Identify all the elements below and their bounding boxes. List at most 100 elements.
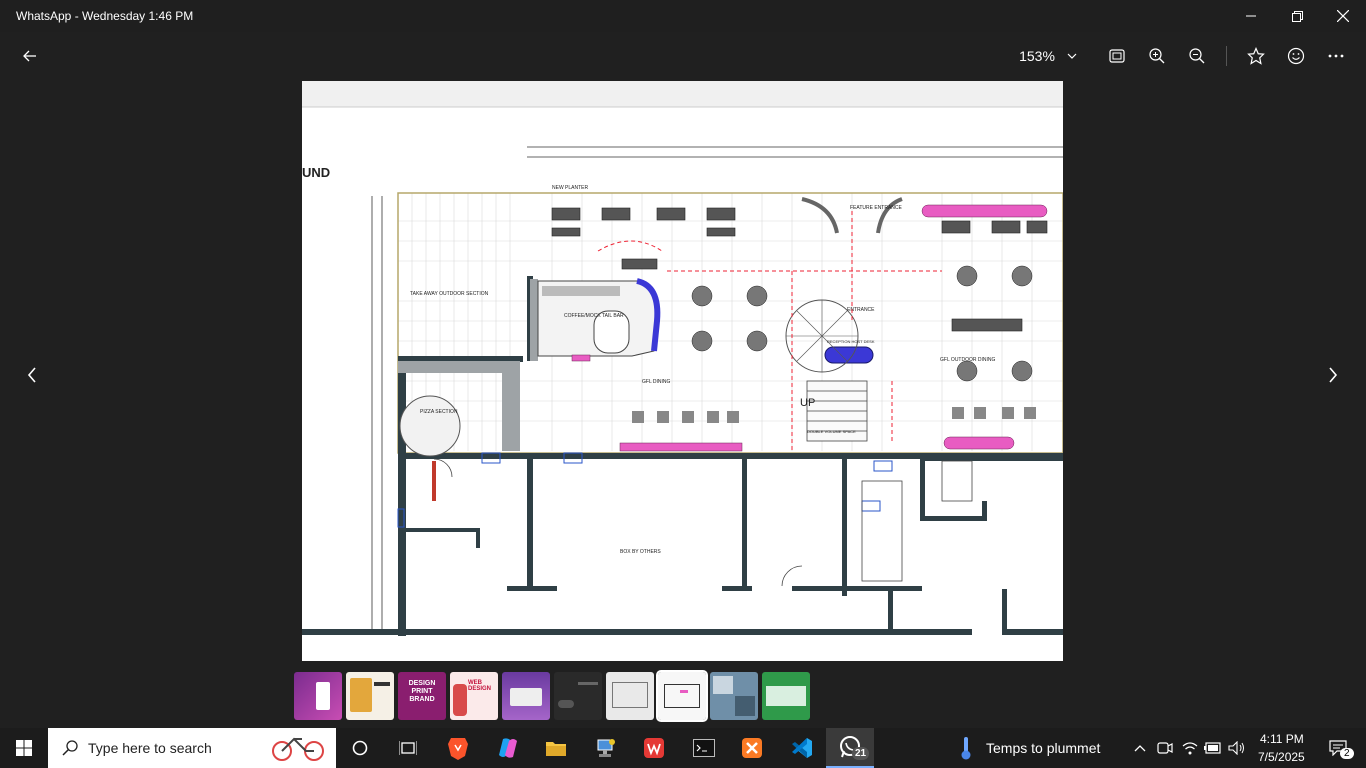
restore-button[interactable]: [1274, 0, 1320, 32]
more-icon: [1328, 54, 1344, 58]
thumb-floorplan-2[interactable]: [656, 670, 708, 722]
copilot-button[interactable]: [484, 728, 532, 768]
label-gfl-dining: GFL DINING: [642, 379, 671, 385]
notification-center-button[interactable]: 2: [1318, 728, 1358, 768]
label-entrance: ENTRANCE: [847, 307, 875, 313]
clock-date: 7/5/2025: [1258, 750, 1305, 764]
volume-button[interactable]: [1226, 728, 1248, 768]
cortana-button[interactable]: [336, 728, 384, 768]
network-app-icon: [597, 739, 615, 757]
thumb-purple-promo[interactable]: [502, 672, 550, 720]
weather-text: Temps to plummet: [986, 740, 1101, 756]
close-button[interactable]: [1320, 0, 1366, 32]
thumb-design-text: DESIGN PRINT BRAND: [408, 680, 436, 703]
thumb-ad-orange[interactable]: [346, 672, 394, 720]
whatsapp-button[interactable]: 21: [826, 728, 874, 768]
zoom-level[interactable]: 153%: [1019, 48, 1055, 64]
label-reception: RECEPTION HOST DESK: [827, 339, 875, 344]
window-title: WhatsApp - Wednesday 1:46 PM: [16, 9, 194, 23]
terminal-button[interactable]: [680, 728, 728, 768]
favorite-star-icon: [1247, 47, 1265, 65]
label-coffee-bar: COFFEE/MOCK TAIL BAR: [564, 313, 624, 319]
vscode-icon: [792, 738, 812, 758]
restore-icon: [1291, 10, 1303, 22]
thumb-web-design[interactable]: WEB DESIGN: [450, 672, 498, 720]
previous-image-button[interactable]: [17, 360, 47, 390]
zoom-out-icon: [1189, 48, 1205, 64]
thumb-photo-collage[interactable]: [710, 672, 758, 720]
toolbar-divider: [1226, 46, 1227, 66]
feedback-emoji-icon: [1287, 47, 1305, 65]
minimize-button[interactable]: [1228, 0, 1274, 32]
viewer-toolbar: 153%: [0, 32, 1366, 80]
thumb-floorplan-1[interactable]: [606, 672, 654, 720]
network-app-button[interactable]: [582, 728, 630, 768]
task-view-icon: [399, 741, 417, 755]
search-placeholder: Type here to search: [88, 740, 212, 756]
floor-plan-image[interactable]: UND TAKE AWAY OUTDOOR SECTION COFFEE/MOC…: [302, 81, 1063, 661]
feedback-button[interactable]: [1284, 44, 1308, 68]
vscode-button[interactable]: [778, 728, 826, 768]
cortana-icon: [352, 740, 368, 756]
label-outdoor-dining: GFL OUTDOOR DINING: [940, 357, 995, 363]
back-button[interactable]: [18, 44, 42, 68]
fit-to-window-icon: [1109, 49, 1125, 63]
xampp-button[interactable]: [728, 728, 776, 768]
label-takeaway: TAKE AWAY OUTDOOR SECTION: [410, 291, 489, 297]
wps-button[interactable]: [630, 728, 678, 768]
plan-heading-fragment: UND: [302, 165, 330, 180]
label-up: UP: [800, 397, 815, 409]
notification-icon: [1329, 740, 1347, 756]
taskbar: Type here to search 21 Temps to plummet: [0, 728, 1366, 768]
label-double-volume: DOUBLE VOLUME SPACE: [807, 429, 856, 434]
zoom-dropdown[interactable]: [1064, 44, 1080, 68]
notification-count: 2: [1340, 748, 1354, 759]
battery-icon: [1204, 742, 1221, 754]
thermometer-icon: [961, 737, 971, 760]
favorite-button[interactable]: [1244, 44, 1268, 68]
chevron-down-icon: [1067, 53, 1077, 59]
show-hidden-icons-button[interactable]: [1128, 728, 1152, 768]
brave-button[interactable]: [434, 728, 482, 768]
wifi-button[interactable]: [1178, 728, 1202, 768]
weather-widget[interactable]: Temps to plummet: [960, 728, 1120, 768]
label-feature-entrance: FEATURE ENTRANCE: [850, 205, 903, 211]
label-pizza: PIZZA SECTION: [420, 409, 458, 415]
label-box-by-others: BOX BY OTHERS: [620, 549, 661, 555]
thumb-dark-ui[interactable]: [554, 672, 602, 720]
clock[interactable]: 4:11 PM 7/5/2025: [1250, 728, 1312, 768]
thumb-mobile-app[interactable]: [294, 672, 342, 720]
camera-icon: [1157, 742, 1173, 754]
chevron-up-icon: [1134, 745, 1146, 752]
title-bar: WhatsApp - Wednesday 1:46 PM: [0, 0, 1366, 32]
fit-to-window-button[interactable]: [1105, 44, 1129, 68]
terminal-icon: [693, 739, 715, 757]
bicycle-icon: [272, 737, 324, 761]
more-options-button[interactable]: [1324, 44, 1348, 68]
battery-button[interactable]: [1202, 728, 1224, 768]
label-new-planter: NEW PLANTER: [552, 185, 589, 191]
thumb-design-print-brand[interactable]: DESIGN PRINT BRAND: [398, 672, 446, 720]
chevron-right-icon: [1329, 367, 1338, 383]
windows-start-icon: [16, 740, 32, 756]
file-explorer-button[interactable]: [532, 728, 580, 768]
wifi-icon: [1182, 742, 1198, 755]
brave-icon: [448, 738, 468, 760]
thumb-green-poster[interactable]: [762, 672, 810, 720]
zoom-in-icon: [1149, 48, 1165, 64]
filmstrip: DESIGN PRINT BRAND WEB DESIGN: [294, 670, 810, 722]
minimize-icon: [1246, 15, 1256, 17]
zoom-in-button[interactable]: [1145, 44, 1169, 68]
next-image-button[interactable]: [1318, 360, 1348, 390]
copilot-icon: [499, 738, 517, 758]
floor-plan-drawing: UND TAKE AWAY OUTDOOR SECTION COFFEE/MOC…: [302, 81, 1063, 661]
meet-button[interactable]: [1154, 728, 1176, 768]
whatsapp-badge: 21: [852, 747, 870, 760]
close-icon: [1337, 10, 1349, 22]
task-view-button[interactable]: [384, 728, 432, 768]
wps-icon: [644, 738, 664, 758]
back-arrow-icon: [23, 50, 36, 62]
start-button[interactable]: [0, 728, 48, 768]
taskbar-search[interactable]: Type here to search: [48, 728, 336, 768]
zoom-out-button[interactable]: [1185, 44, 1209, 68]
